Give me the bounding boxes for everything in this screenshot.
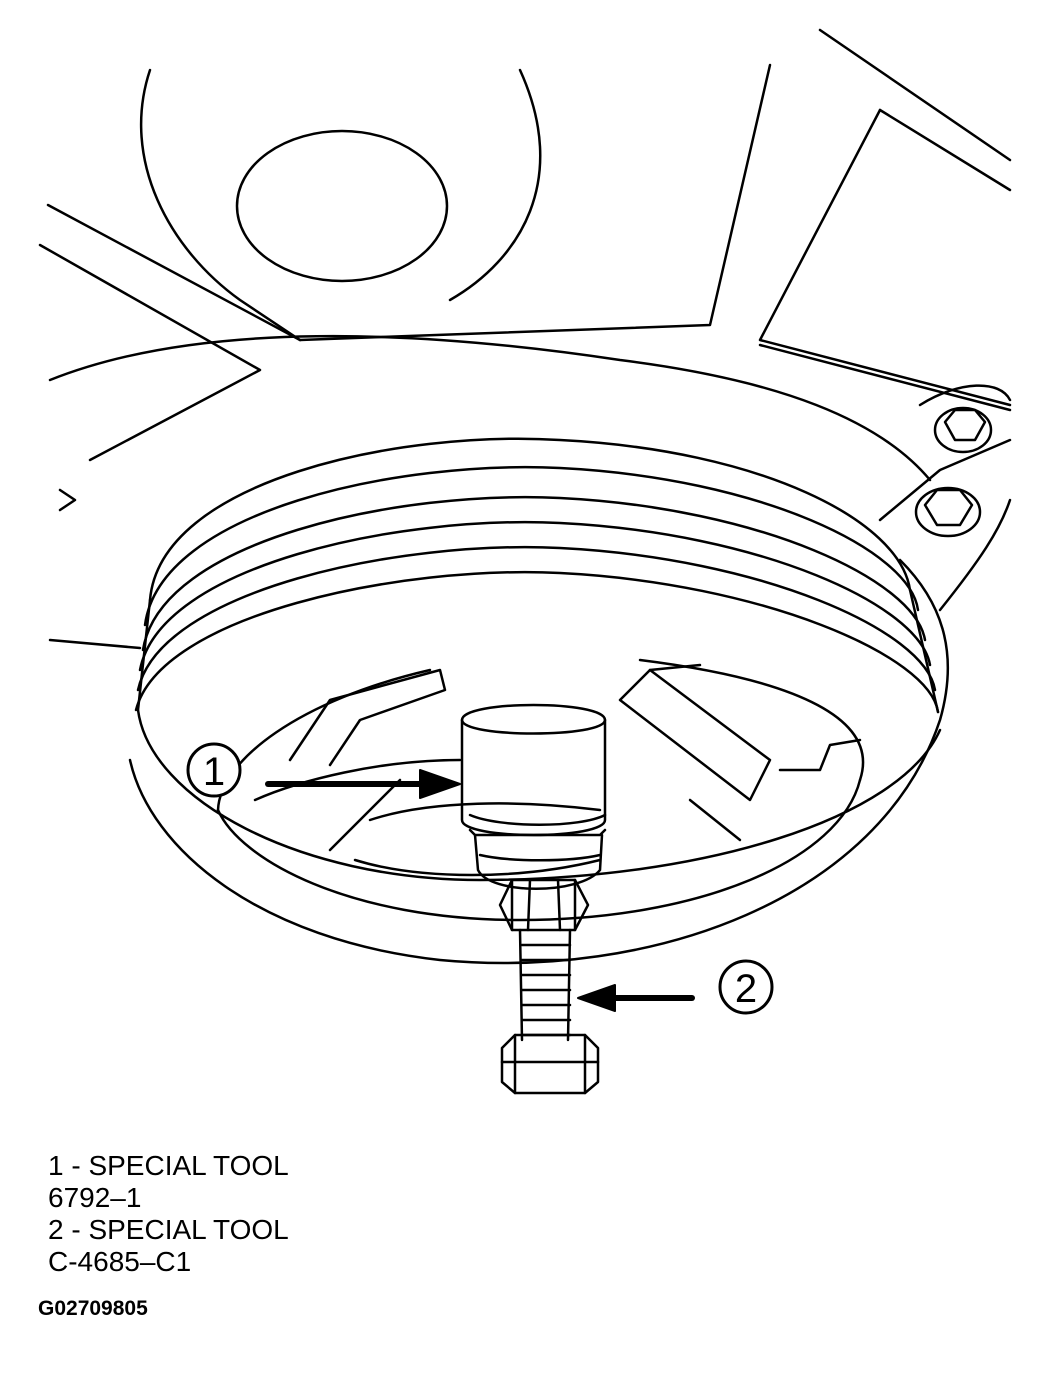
special-tool-1 [460, 703, 607, 890]
callout-arrows [265, 769, 695, 1012]
arrow-1-head [419, 769, 461, 799]
engine-cover [38, 28, 1012, 650]
pulley-installation-illustration: 1 2 [38, 28, 1012, 1095]
timing-cover-outline [48, 334, 950, 965]
callout-2-number: 2 [735, 967, 757, 1011]
legend-item-2-title: 2 - SPECIAL TOOL [48, 1214, 289, 1245]
callout-2: 2 [718, 959, 774, 1015]
cover-bolts [914, 384, 1012, 538]
callout-1: 1 [186, 742, 242, 798]
crankshaft-pulley [134, 437, 942, 922]
callout-1-number: 1 [203, 750, 225, 794]
legend-item-1-title: 1 - SPECIAL TOOL [48, 1150, 289, 1181]
arrow-2-head [577, 984, 616, 1012]
legend-item-2-part-number: C-4685–C1 [48, 1246, 192, 1277]
special-tool-2 [498, 878, 600, 1095]
legend-item-1-part-number: 6792–1 [48, 1182, 142, 1213]
figure-code: G02709805 [38, 1297, 148, 1320]
legend: 1 - SPECIAL TOOL 6792–1 2 - SPECIAL TOOL… [48, 1150, 289, 1278]
